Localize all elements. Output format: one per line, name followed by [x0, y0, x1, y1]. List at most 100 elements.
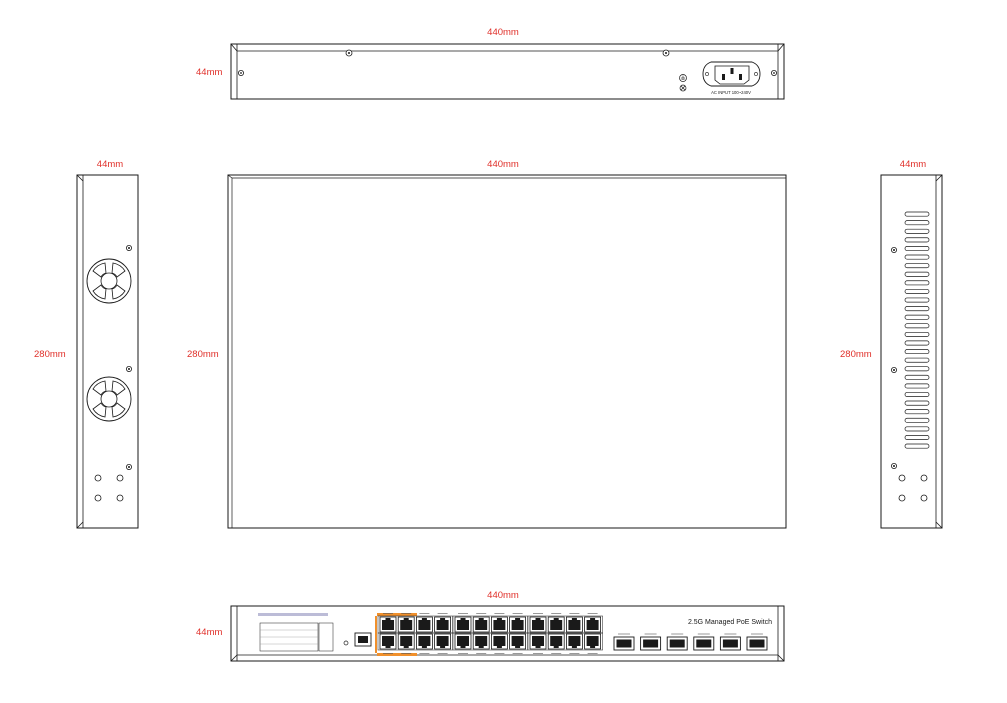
rj45-port-icon [547, 616, 565, 633]
mount-hole-icon [898, 494, 906, 502]
ground-symbol-icon [679, 74, 687, 92]
top-width-label: 440mm [487, 159, 519, 170]
top-view: 440mm 280mm [187, 159, 787, 529]
vent-slot-icon [904, 211, 930, 217]
vent-slot-icon [904, 374, 930, 380]
screw-icon [771, 70, 778, 77]
vent-slot-icon [904, 400, 930, 406]
right-width-label: 44mm [900, 159, 926, 170]
vent-slot-icon [904, 331, 930, 337]
rj45-port-icon [454, 616, 472, 633]
product-name: 2.5G Managed PoE Switch [688, 619, 772, 626]
vent-slot-icon [904, 306, 930, 312]
rear-height-label: 44mm [196, 67, 222, 78]
rj45-port-icon [509, 616, 527, 633]
right-side-view: 44mm 280mm [840, 159, 943, 529]
vent-slot-icon [904, 323, 930, 329]
console-port-icon [354, 632, 372, 647]
rj45-port-icon [566, 633, 583, 650]
screw-icon [237, 70, 244, 77]
front-height-label: 44mm [196, 627, 222, 638]
vent-slot-icon [904, 409, 930, 415]
front-view: 440mm 44mm 2.5G Managed PoE Swi [196, 590, 785, 662]
sfp-port-icon [693, 633, 715, 651]
rj45-port-icon [379, 633, 397, 650]
vent-slot-icon [904, 392, 930, 397]
vent-slot-icon [904, 443, 930, 449]
reset-button-icon [343, 640, 349, 646]
vent-slot-icon [904, 246, 930, 251]
vent-slot-icon [904, 280, 930, 286]
rj45-port-icon [415, 633, 433, 650]
mount-hole-icon [116, 474, 124, 482]
port-group-frame [452, 632, 528, 651]
mount-hole-icon [920, 474, 928, 482]
port-group-frame [527, 632, 603, 651]
right-height-label: 280mm [840, 349, 872, 360]
rear-width-label: 440mm [487, 27, 519, 38]
rj45-port-icon [490, 616, 508, 633]
sfp-port-row [613, 633, 768, 651]
vent-slot-icon [904, 263, 930, 269]
rj45-port-icon [434, 616, 452, 633]
power-input-label: AC INPUT 100~240V [711, 90, 751, 95]
mount-hole-icon [94, 494, 102, 502]
vent-slot-icon [904, 297, 930, 303]
sfp-port-icon [613, 633, 635, 651]
rj45-port-icon [584, 616, 601, 633]
screw-icon [891, 246, 898, 253]
rear-view: 440mm 44mm [196, 27, 785, 100]
rj45-port-icon [529, 633, 547, 650]
vent-slots [904, 211, 930, 449]
screw-icon [126, 244, 133, 251]
sfp-port-icon [640, 633, 662, 651]
port-group-frame [377, 632, 453, 651]
left-width-label: 44mm [97, 159, 123, 170]
screw-icon [126, 463, 133, 470]
vent-slot-icon [904, 383, 930, 389]
rj45-port-icon [397, 633, 415, 650]
power-inlet-icon [702, 61, 761, 87]
screw-icon [891, 366, 898, 373]
rj45-port-grid [377, 613, 603, 654]
sfp-port-icon [746, 633, 768, 651]
screw-icon [891, 462, 898, 469]
vent-slot-icon [904, 357, 930, 363]
rj45-port-icon [379, 616, 397, 633]
left-side-view: 44mm 280mm [34, 159, 139, 529]
rj45-port-icon [397, 616, 415, 633]
vent-slot-icon [904, 426, 930, 432]
rj45-port-icon [434, 633, 452, 650]
vent-slot-icon [904, 271, 930, 277]
led-panel [258, 613, 334, 652]
vent-slot-icon [904, 254, 930, 260]
vent-slot-icon [904, 237, 930, 243]
mount-hole-icon [94, 474, 102, 482]
screw-icon [126, 365, 133, 372]
fan-icon [86, 258, 132, 304]
left-height-label: 280mm [34, 349, 66, 360]
vent-slot-icon [904, 220, 930, 226]
front-width-label: 440mm [487, 590, 519, 601]
rj45-port-icon [529, 616, 547, 633]
mount-hole-icon [116, 494, 124, 502]
rj45-port-icon [509, 633, 527, 650]
rj45-port-icon [566, 616, 583, 633]
vent-slot-icon [904, 417, 930, 423]
vent-slot-icon [904, 314, 930, 320]
vent-slot-icon [904, 288, 930, 294]
sfp-port-icon [719, 633, 741, 651]
fan-icon [86, 376, 132, 422]
rj45-port-icon [415, 616, 433, 633]
vent-slot-icon [904, 366, 930, 372]
sfp-port-icon [666, 633, 688, 651]
vent-slot-icon [904, 228, 930, 234]
vent-slot-icon [904, 349, 930, 355]
screw-icon [662, 49, 670, 57]
mount-hole-icon [920, 494, 928, 502]
screw-icon [345, 49, 353, 57]
rj45-port-icon [472, 616, 490, 633]
rj45-port-icon [472, 633, 490, 650]
top-height-label: 280mm [187, 349, 219, 360]
